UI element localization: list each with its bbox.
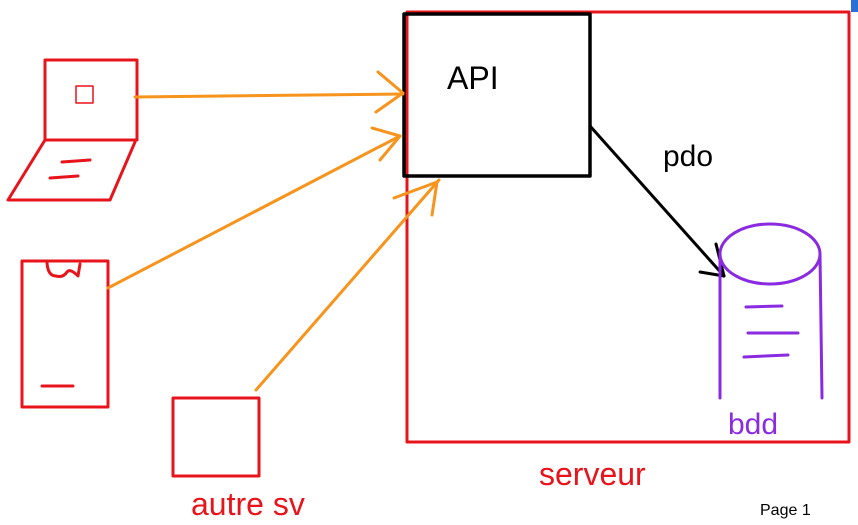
server-boundary [405, 10, 851, 444]
page-number: Page 1 [760, 502, 811, 519]
database-label: bdd [728, 408, 779, 441]
database-cylinder-icon [718, 222, 824, 400]
pdo-label: pdo [663, 140, 714, 173]
laptop-to-api-arrow [133, 70, 405, 114]
laptop-icon [6, 58, 139, 202]
smartphone-icon [20, 259, 110, 409]
server-label: serveur [539, 456, 646, 492]
page-corner-marker [851, 0, 858, 12]
other-server-to-api-arrow [254, 178, 441, 392]
api-label: API [447, 60, 499, 96]
server-box-icon [171, 396, 261, 478]
phone-to-api-arrow [106, 126, 402, 290]
other-server-label: autre sv [191, 486, 305, 522]
